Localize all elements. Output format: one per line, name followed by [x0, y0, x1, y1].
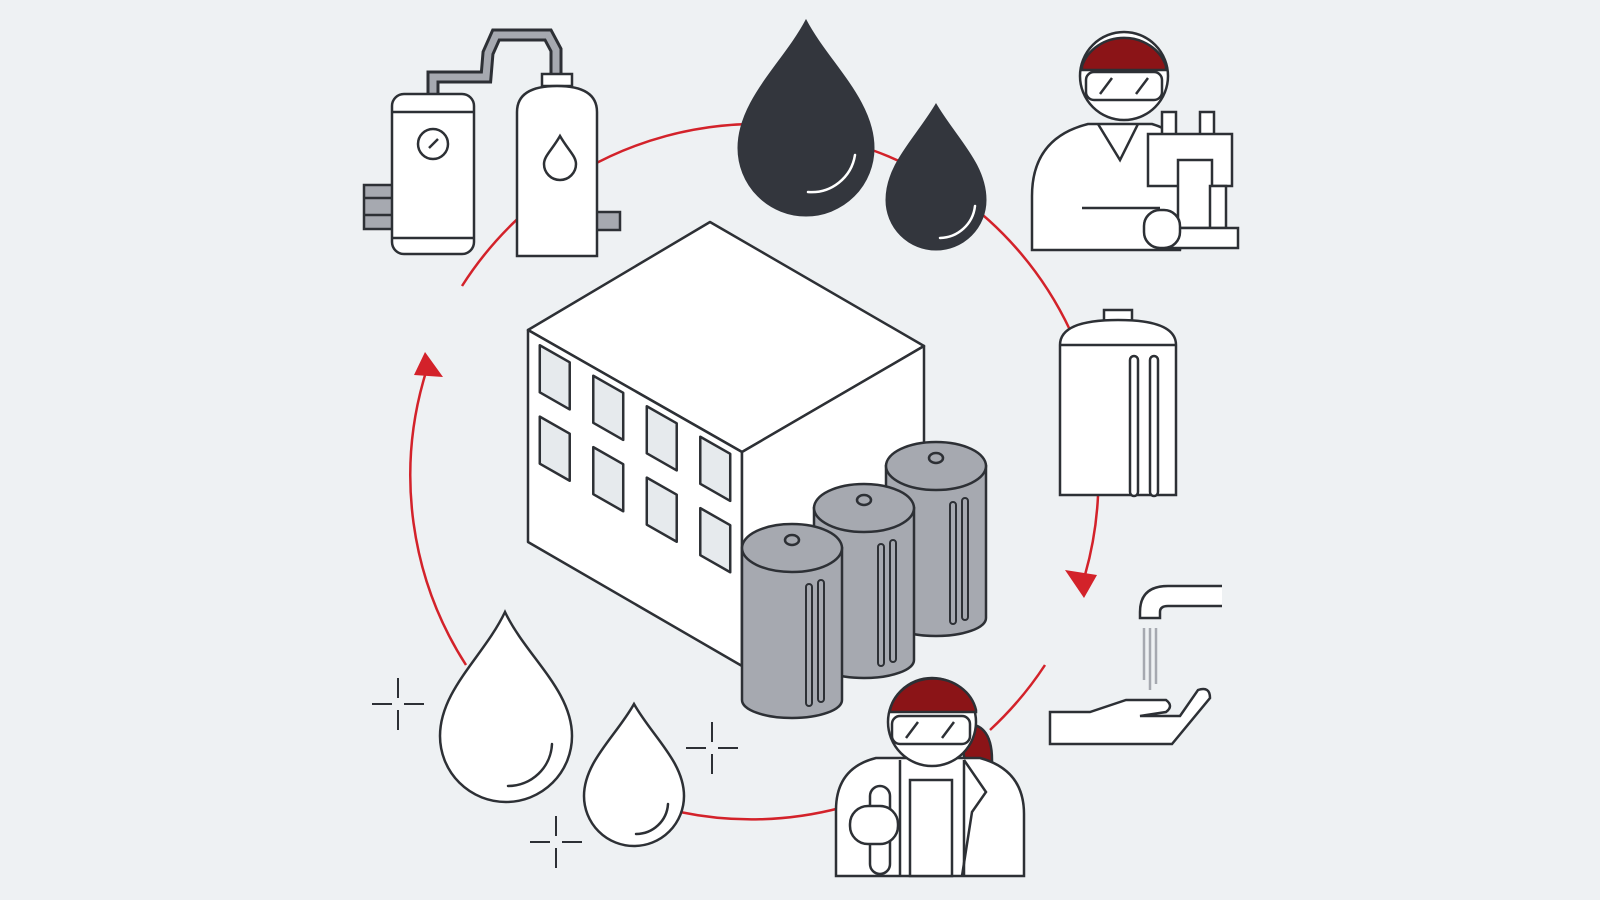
sparkle-icon: [530, 816, 582, 868]
sight-glass: [877, 543, 885, 667]
faucet-icon: [1138, 584, 1222, 620]
clean-drop-small: [582, 701, 686, 848]
building-windows: [538, 344, 732, 574]
drop-icon: [542, 133, 578, 182]
goggle-shine: [1135, 77, 1149, 95]
window: [699, 506, 732, 574]
drop-highlight: [506, 742, 554, 788]
hair-cap-icon: [1080, 36, 1168, 72]
microscope-arm: [1208, 184, 1228, 230]
tank-top: [884, 440, 988, 492]
hand: [1142, 208, 1182, 250]
window: [699, 435, 732, 503]
goggle-shine: [905, 721, 919, 739]
drop-highlight: [938, 204, 977, 240]
gauge-needle: [428, 138, 439, 149]
arrowhead-right-icon: [1065, 570, 1097, 598]
side-pipe-right: [594, 210, 622, 232]
sight-glass: [1128, 354, 1140, 498]
gas-cylinder: [515, 84, 599, 258]
sparkle-icon: [686, 722, 738, 774]
window: [592, 374, 625, 442]
clean-drops-icon: [438, 609, 686, 848]
cap-icon: [540, 72, 574, 88]
faucet-hand-wash-icon: [1048, 584, 1222, 746]
window: [645, 405, 678, 472]
sight-glass: [949, 501, 957, 625]
tank-body: [1058, 318, 1178, 497]
distillation-units-icon: [362, 28, 622, 258]
cycle-arc-bottom: [679, 806, 841, 821]
goggle-shine: [941, 721, 955, 739]
tank-nozzle: [927, 451, 945, 465]
boiler-tank: [390, 92, 476, 256]
tank-top: [812, 482, 916, 534]
safety-goggles-icon: [1084, 70, 1164, 102]
lab-technician-microscope-icon: [1030, 30, 1240, 252]
sight-glass: [961, 497, 969, 621]
hair-cap-icon: [888, 677, 978, 714]
drop-highlight: [634, 802, 670, 836]
open-hand-icon: [1048, 687, 1212, 746]
microscope-body: [1176, 158, 1214, 230]
goggle-shine: [1099, 77, 1113, 95]
lab-technician-test-tube-icon: [834, 676, 1026, 878]
sight-glass: [817, 579, 825, 703]
safety-goggles-icon: [890, 714, 972, 746]
sparkle-icon: [372, 678, 424, 730]
storage-tank-icon: [1058, 308, 1178, 498]
side-pipe-left: [362, 183, 396, 231]
cycle-arc-left: [409, 371, 468, 666]
hand: [848, 804, 900, 846]
clean-drop-large: [438, 609, 574, 804]
sight-glass: [805, 583, 813, 707]
gray-tank: [740, 522, 844, 720]
oil-drop-small: [885, 103, 987, 251]
arrowhead-left-icon: [414, 352, 443, 377]
tank-nozzle: [783, 533, 801, 547]
oil-drop-large: [737, 18, 875, 217]
tank-top: [740, 522, 844, 574]
oil-drops-icon: [737, 18, 987, 251]
sight-glass: [1148, 354, 1160, 498]
shirt: [908, 778, 954, 878]
tank-nozzle: [855, 493, 873, 507]
sight-glass: [889, 539, 897, 663]
window: [645, 476, 678, 544]
window: [592, 445, 625, 513]
window: [538, 415, 571, 483]
window: [538, 344, 571, 411]
coat-lapel: [960, 759, 988, 877]
cycle-arc-bottom-right: [989, 664, 1047, 731]
cycle-arc-right: [1083, 495, 1100, 576]
tank-body: [740, 546, 844, 720]
coat-collar: [1096, 123, 1140, 163]
pipe-inner: [429, 31, 560, 100]
sparkle-icons: [372, 678, 738, 868]
storage-tanks-icon: [740, 440, 988, 720]
drop-highlight: [806, 153, 857, 194]
